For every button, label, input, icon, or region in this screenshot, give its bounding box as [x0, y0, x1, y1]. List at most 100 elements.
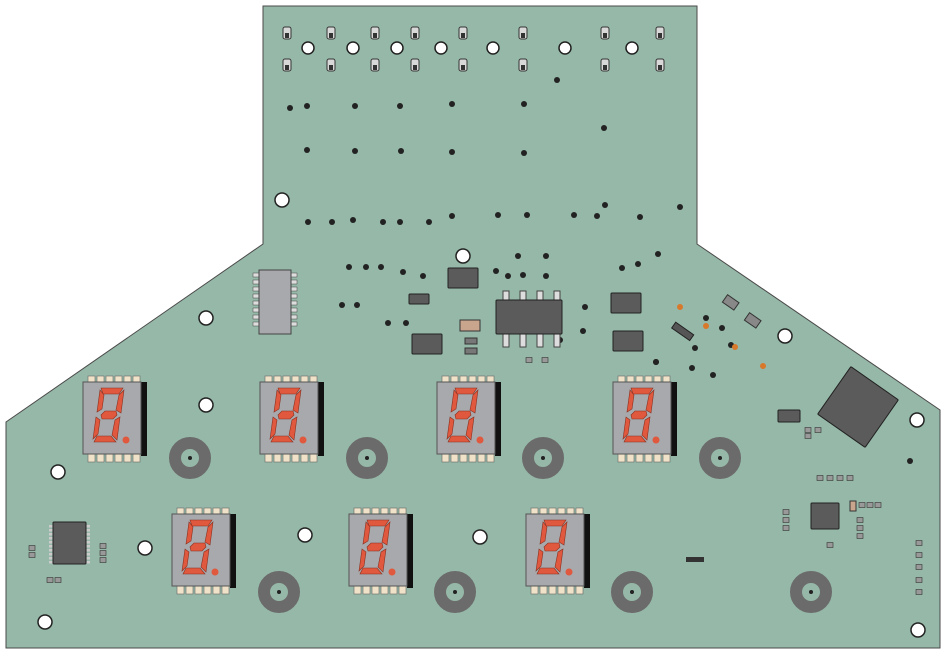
via [602, 202, 608, 208]
smd-passive [814, 427, 822, 433]
display-segment [447, 435, 471, 443]
smd-passive [99, 543, 107, 549]
capacitor [464, 337, 478, 345]
via [354, 302, 360, 308]
sma-diode [411, 333, 443, 355]
display-pin [185, 585, 194, 595]
mounting-hole [625, 41, 639, 55]
display-pin [575, 585, 584, 595]
ic-pin [553, 332, 561, 348]
ic-pin [85, 525, 90, 528]
display-pin [371, 585, 380, 595]
display-pin [557, 585, 566, 595]
display-pin [626, 453, 635, 463]
resistor [459, 319, 481, 332]
display-pin [389, 585, 398, 595]
smd-passive [856, 517, 864, 523]
display-segment [100, 387, 124, 395]
display-pin [353, 585, 362, 595]
smd-part [686, 557, 704, 562]
mounting-hole [301, 41, 315, 55]
display-segment [358, 548, 367, 572]
mounting-hole [37, 614, 53, 630]
seven-segment-display [259, 375, 324, 463]
display-pin [291, 453, 300, 463]
soic-ic [258, 269, 292, 335]
ic-pin [49, 561, 54, 564]
via [710, 372, 716, 378]
display-pin [644, 453, 653, 463]
mounting-hole [455, 248, 471, 264]
mounting-hole [274, 192, 290, 208]
qfp-chip [817, 366, 899, 448]
display-segment [189, 542, 207, 552]
display-decimal-point [122, 436, 130, 444]
pin-header-pad-shadow [285, 33, 289, 38]
display-pin [309, 453, 318, 463]
smd-passive [28, 545, 36, 551]
smd-passive [541, 357, 549, 363]
ic-pin [49, 549, 54, 552]
pin-header-pad-shadow [285, 65, 289, 70]
display-segment [454, 410, 472, 420]
display-pin [617, 453, 626, 463]
via [543, 273, 549, 279]
display-side [671, 382, 677, 456]
display-segment [630, 387, 654, 395]
display-decimal-point [388, 568, 396, 576]
via [339, 302, 345, 308]
smd-passive [782, 525, 790, 531]
resistor [849, 500, 857, 512]
pin-header-pad-shadow [521, 65, 525, 70]
rotary-encoder-ring [699, 437, 741, 479]
display-decimal-point [299, 436, 307, 444]
pin-header-pad-shadow [658, 33, 662, 38]
via [398, 148, 404, 154]
tssop-ic [52, 521, 87, 565]
mounting-hole [198, 310, 214, 326]
display-side [230, 514, 236, 588]
via [637, 214, 643, 220]
via [397, 103, 403, 109]
diode [670, 321, 695, 342]
pin-header-pad-shadow [413, 65, 417, 70]
smd-passive [782, 517, 790, 523]
display-pin [441, 453, 450, 463]
seven-segment-display [525, 507, 590, 595]
ic-pin [49, 533, 54, 536]
display-segment [292, 389, 302, 414]
rotary-encoder-center [453, 590, 457, 594]
mounting-hole [137, 540, 153, 556]
rotary-encoder-center [188, 456, 192, 460]
display-segment [185, 521, 194, 545]
display-pin [123, 453, 132, 463]
mounting-hole [558, 41, 572, 55]
ic-pin [49, 545, 54, 548]
display-decimal-point [565, 568, 573, 576]
display-side [495, 382, 501, 456]
seven-segment-display [82, 375, 147, 463]
smd-passive [816, 475, 824, 481]
pin-header-pad-shadow [521, 33, 525, 38]
pin-header-pad-shadow [373, 33, 377, 38]
ic-pin [85, 529, 90, 532]
display-segment [450, 389, 459, 413]
via [505, 273, 511, 279]
display-segment [204, 521, 214, 546]
display-side [318, 382, 324, 456]
rotary-encoder-ring [346, 437, 388, 479]
sma-diode [447, 267, 479, 289]
ic-pin [85, 557, 90, 560]
smd-passive [874, 502, 882, 508]
via [907, 458, 913, 464]
rotary-encoder-center [630, 590, 634, 594]
display-pin [105, 453, 114, 463]
via [580, 328, 586, 334]
pin-header-pad-shadow [329, 65, 333, 70]
display-pin [459, 453, 468, 463]
display-segment [539, 521, 548, 545]
via [352, 103, 358, 109]
ic-pin [85, 537, 90, 540]
via [515, 253, 521, 259]
display-pin [114, 453, 123, 463]
